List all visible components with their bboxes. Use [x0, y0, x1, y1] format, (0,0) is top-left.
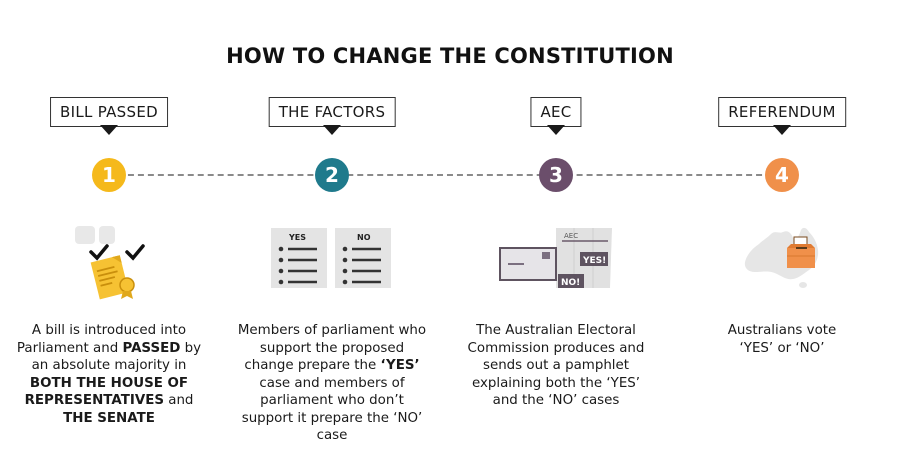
step-bill-passed: BILL PASSED 1 A bill is introduced into …: [14, 0, 204, 464]
step-label: THE FACTORS: [268, 97, 396, 127]
pointer-arrow-icon: [100, 125, 118, 135]
pointer-arrow-icon: [323, 125, 341, 135]
yes-no-lists-icon: YES NO: [271, 222, 393, 297]
step-number-badge: 2: [315, 158, 349, 192]
pamphlet-envelope-icon: AEC YES! NO!: [498, 222, 614, 299]
yes-card-label: YES: [288, 233, 306, 242]
page-title: HOW TO CHANGE THE CONSTITUTION: [226, 44, 674, 68]
step-number-badge: 1: [92, 158, 126, 192]
no-card-label: NO: [357, 233, 371, 242]
step-description: Members of parliament who support the pr…: [237, 323, 427, 443]
step-label: AEC: [530, 97, 582, 127]
pointer-arrow-icon: [547, 125, 565, 135]
step-label: REFERENDUM: [718, 97, 846, 127]
document-certificate-icon: [69, 222, 149, 307]
step-aec: AEC 3 AEC YES! NO! The Australian Electo…: [461, 0, 651, 464]
step-number-badge: 3: [539, 158, 573, 192]
step-label: BILL PASSED: [50, 97, 168, 127]
step-description: A bill is introduced into Parliament and…: [16, 323, 202, 426]
step-description: Australians vote ‘YES’ or ‘NO’: [727, 323, 837, 356]
step-description: The Australian Electoral Commission prod…: [467, 323, 645, 408]
pamphlet-yes: YES!: [582, 256, 606, 266]
australia-ballot-box-icon: [739, 222, 825, 297]
step-referendum: REFERENDUM 4 Australians vote ‘YES’ or ‘…: [687, 0, 877, 464]
pamphlet-no: NO!: [561, 278, 580, 288]
timeline-dashed-line: [108, 174, 782, 176]
pamphlet-header: AEC: [564, 232, 578, 240]
pointer-arrow-icon: [773, 125, 791, 135]
step-the-factors: THE FACTORS 2 YES NO Members of parliame…: [237, 0, 427, 464]
step-number-badge: 4: [765, 158, 799, 192]
